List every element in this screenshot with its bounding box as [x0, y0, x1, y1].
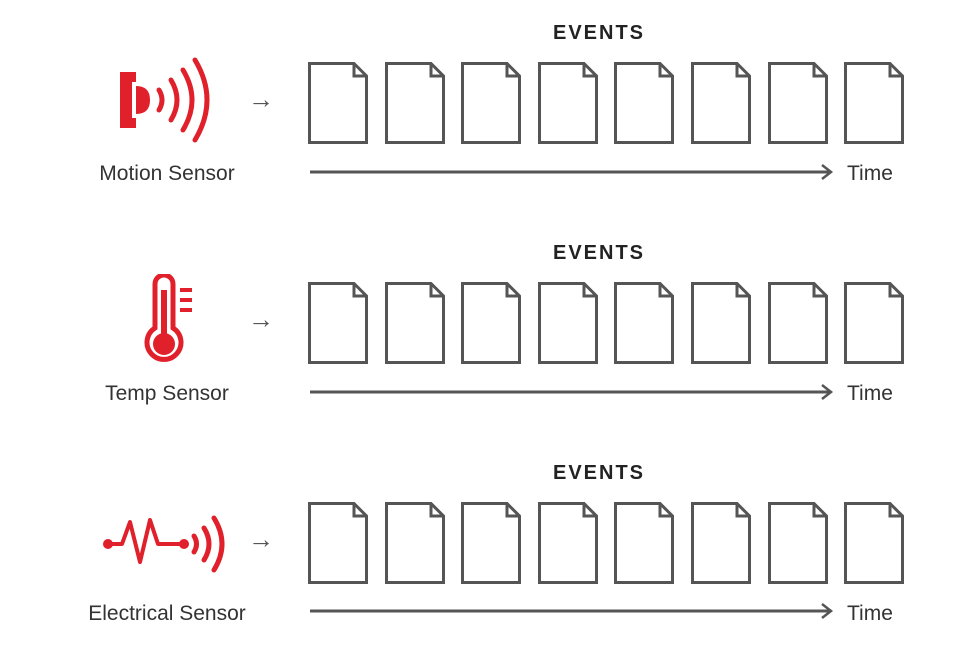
electrical-pulse-icon	[103, 515, 225, 573]
sensor-label: Motion Sensor	[99, 162, 235, 185]
event-document-icon	[537, 282, 598, 364]
event-document-icon	[614, 282, 675, 364]
event-document-icon	[614, 502, 675, 584]
time-axis-arrow	[310, 384, 834, 400]
sensor-label: Temp Sensor	[105, 382, 229, 405]
event-document-icon	[691, 62, 751, 144]
event-document-icon	[461, 502, 522, 584]
event-document-icon	[537, 502, 598, 584]
event-document-icon	[691, 502, 751, 584]
sensor-row-motion: EVENTS → Motion Sensor Time	[0, 22, 955, 222]
event-document-icon	[614, 62, 675, 144]
time-axis-arrow	[310, 603, 834, 619]
event-document-icon	[844, 62, 905, 144]
event-document-icon	[384, 282, 445, 364]
arrow-right-icon: →	[248, 524, 274, 554]
event-document-icon	[844, 502, 905, 584]
sensor-label: Electrical Sensor	[88, 602, 246, 625]
event-document-icon	[537, 62, 598, 144]
events-title: EVENTS	[553, 242, 646, 264]
sensor-row-temp: EVENTS → Temp Sensor Time	[0, 242, 955, 442]
event-document-icon	[844, 282, 905, 364]
events-title: EVENTS	[553, 462, 646, 484]
time-label: Time	[847, 162, 893, 185]
events-title: EVENTS	[553, 22, 646, 44]
time-label: Time	[847, 382, 893, 405]
event-document-icon	[308, 502, 368, 584]
time-label: Time	[847, 602, 893, 625]
sensor-row-electrical: EVENTS → Electrical Sensor Time	[0, 462, 955, 662]
arrow-right-icon: →	[248, 84, 274, 114]
event-document-icon	[767, 282, 828, 364]
event-document-icon	[308, 282, 368, 364]
event-document-icon	[767, 502, 828, 584]
event-document-icon	[308, 62, 368, 144]
event-document-icon	[461, 282, 522, 364]
event-document-icon	[461, 62, 522, 144]
event-document-icon	[384, 62, 445, 144]
event-document-icon	[767, 62, 828, 144]
motion-sensor-icon	[120, 57, 210, 143]
time-axis-arrow	[310, 164, 834, 180]
event-document-icon	[691, 282, 751, 364]
thermometer-icon	[144, 274, 192, 362]
arrow-right-icon: →	[248, 304, 274, 334]
event-document-icon	[384, 502, 445, 584]
